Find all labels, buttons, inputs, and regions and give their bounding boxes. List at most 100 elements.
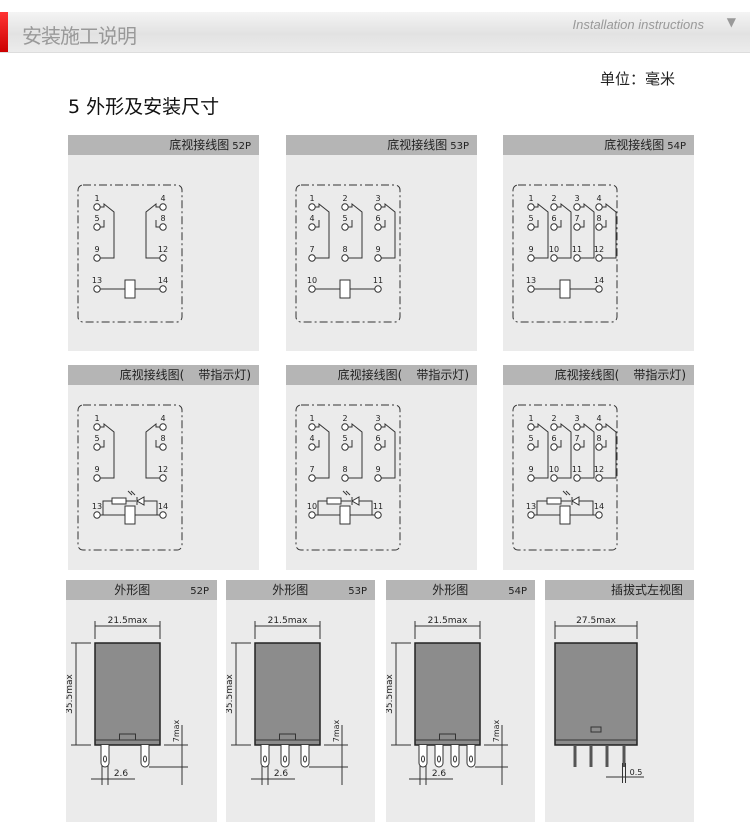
pin-terminal-icon (159, 223, 167, 231)
pin-number: 7 (309, 465, 314, 474)
pin-terminal-icon (527, 285, 535, 293)
nc-contact-arm (145, 422, 160, 479)
pin-terminal-icon (374, 254, 382, 262)
pin-number: 1 (528, 414, 533, 423)
pin-terminal-icon (374, 443, 382, 451)
pin-number: 3 (375, 194, 380, 203)
pin-number: 14 (158, 276, 168, 285)
pin-number: 5 (342, 214, 347, 223)
panel-title: 外形图 (114, 583, 151, 597)
pin-terminal-icon (159, 443, 167, 451)
pin-terminal-icon (374, 474, 382, 482)
indicator-wire (144, 500, 158, 515)
pin-number: 10 (307, 502, 317, 511)
no-contact (557, 220, 562, 228)
panel-model: 54P (667, 141, 686, 152)
pin-number: 8 (596, 214, 601, 223)
pin-terminal-icon (159, 203, 167, 211)
nc-contact-arm (348, 202, 363, 259)
pin-number: 10 (307, 276, 317, 285)
pin-number: 9 (375, 245, 380, 254)
relay-body (94, 642, 161, 746)
pin-number: 5 (342, 434, 347, 443)
height-label: 35.5max (66, 674, 75, 714)
pin-terminal-icon (595, 223, 603, 231)
panel-header: 底视接线图(带指示灯) (286, 365, 477, 385)
light-arrow-icon (342, 490, 348, 496)
pin-terminal-icon (308, 254, 316, 262)
panel-header: 底视接线图(带指示灯) (503, 365, 694, 385)
pin-terminal-icon (527, 511, 535, 519)
nc-contact-arm (534, 422, 549, 479)
light-arrow-icon (127, 490, 133, 496)
pin-terminal-icon (341, 254, 349, 262)
panel-model: 带指示灯) (198, 368, 251, 382)
pin-terminal-icon (159, 423, 167, 431)
pin-terminal-icon (93, 474, 101, 482)
pin-terminal-icon (93, 223, 101, 231)
latch-icon (590, 726, 602, 733)
pin-terminal-icon (527, 254, 535, 262)
width-label: 21.5max (428, 616, 468, 626)
pin-length-label: 7max (172, 719, 181, 742)
pin-number: 4 (309, 214, 314, 223)
relay-outline-dashed (512, 184, 618, 323)
pin-number: 12 (158, 465, 168, 474)
no-contact (580, 220, 585, 228)
pin-number: 1 (309, 414, 314, 423)
pin-terminal-icon (341, 474, 349, 482)
panel-title: 外形图 (272, 583, 309, 597)
pin-number: 1 (94, 414, 99, 423)
light-arrow-icon (562, 490, 568, 496)
no-contact (381, 220, 386, 228)
pin-terminal-icon (527, 423, 535, 431)
pin-terminal-icon (550, 254, 558, 262)
nc-contact-arm (534, 202, 549, 259)
pin-hole (453, 755, 457, 763)
no-contact (155, 440, 160, 448)
pin-terminal-icon (527, 223, 535, 231)
indicator-wire (317, 500, 327, 515)
pin-number: 12 (594, 465, 604, 474)
resistor-icon (326, 497, 342, 505)
no-contact (602, 440, 607, 448)
pin-hole (283, 755, 287, 763)
pin-terminal-icon (93, 511, 101, 519)
triangle-down-icon[interactable]: ▼ (726, 15, 736, 29)
indicator-wire (579, 500, 594, 515)
panel-title: 外形图 (432, 583, 469, 597)
no-contact (348, 440, 353, 448)
panel-title: 底视接线图 (169, 138, 230, 152)
pin-number: 5 (94, 434, 99, 443)
panel-model: 53P (450, 141, 469, 152)
light-arrow-icon (345, 490, 351, 496)
pin-number: 7 (309, 245, 314, 254)
pin-number: 1 (309, 194, 314, 203)
coil-icon (124, 505, 136, 525)
relay-body (414, 642, 481, 746)
latch-notch (439, 733, 456, 741)
relay-body (554, 642, 638, 746)
latch-notch (119, 733, 136, 741)
coil-icon (559, 505, 571, 525)
no-contact (155, 220, 160, 228)
pin-terminal-icon (159, 511, 167, 519)
header-title: 安装施工说明 (22, 24, 137, 48)
panel-title: 底视接线图( (337, 368, 403, 382)
pin-terminal-icon (527, 203, 535, 211)
width-label: 21.5max (268, 616, 308, 626)
pin-terminal-icon (308, 511, 316, 519)
no-contact (100, 440, 105, 448)
pin-terminal-icon (341, 423, 349, 431)
pin-terminal-icon (550, 223, 558, 231)
